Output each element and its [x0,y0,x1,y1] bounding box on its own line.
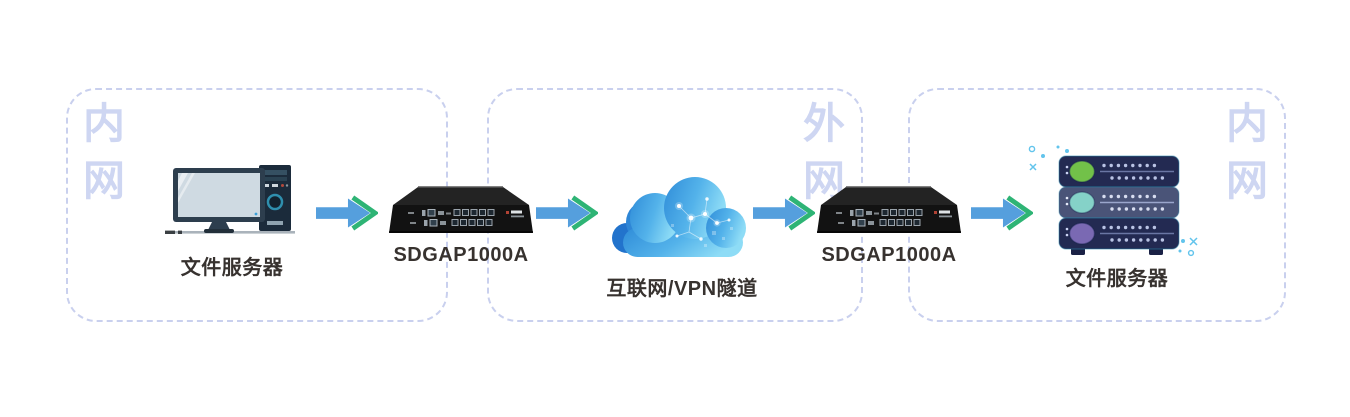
node-file-server-rack: 文件服务器 [1022,140,1212,291]
node-label: 互联网/VPN隧道 [606,278,758,300]
node-file-server-pc: 文件服务器 [157,162,307,280]
node-label: 文件服务器 [1065,268,1169,290]
brand-mark [506,210,524,218]
flow-arrow-icon [316,193,378,233]
brand-mark [934,210,952,218]
zone-intranet-left: 内网 [66,88,448,322]
security-appliance-icon [817,186,961,233]
security-appliance-icon [389,186,533,233]
flow-arrow-icon [536,193,598,233]
zone-label-extranet: 外网 [802,100,845,204]
node-label: SDGAP1000A [393,244,529,266]
node-internet-cloud: 互联网/VPN隧道 [602,170,762,301]
zone-label-intranet-right: 内网 [1225,100,1268,204]
sparkle-decoration [1178,237,1198,257]
server-rack-icon [1028,145,1198,257]
zone-label-intranet-left: 内网 [82,100,125,204]
node-gap-appliance-1: SDGAP1000A [386,184,536,267]
node-gap-appliance-2: SDGAP1000A [814,184,964,267]
sparkle-decoration [1028,145,1069,171]
node-label: SDGAP1000A [821,244,957,266]
zone-intranet-right: 内网 [908,88,1286,322]
desktop-computer-icon [165,165,295,234]
flow-arrow-icon [753,193,815,233]
node-label: 文件服务器 [180,257,284,279]
cloud-icon [612,177,746,257]
